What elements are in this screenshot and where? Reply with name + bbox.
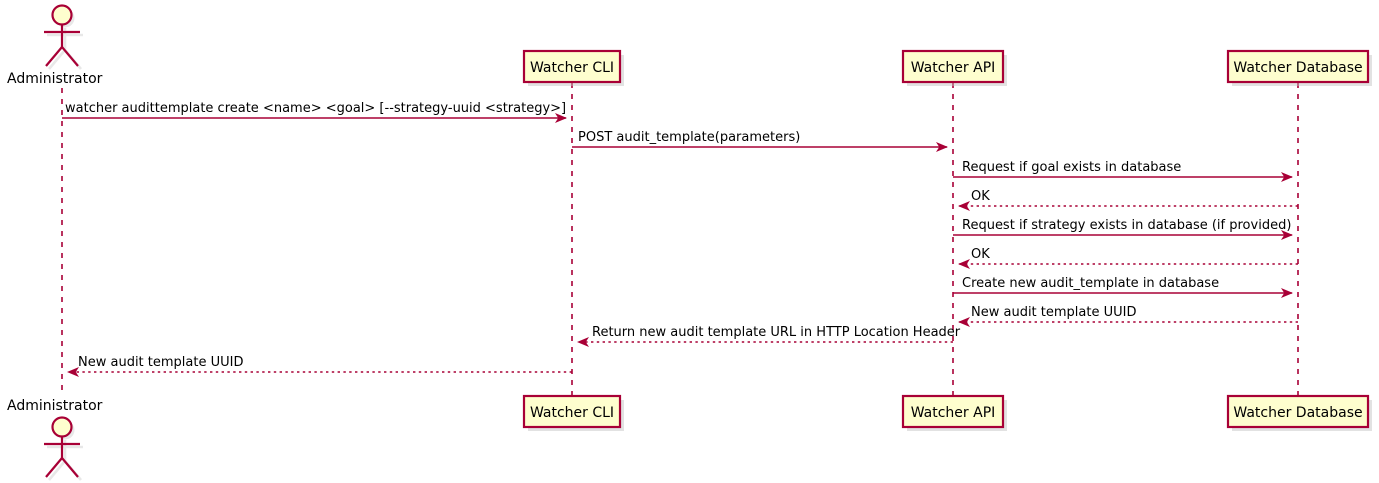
actor-leg-left bbox=[45, 457, 63, 478]
message-label: Create new audit_template in database bbox=[962, 276, 1219, 291]
message-label: POST audit_template(parameters) bbox=[578, 130, 800, 145]
message-8[interactable]: New audit template UUID bbox=[958, 305, 1298, 327]
actor-head-icon bbox=[51, 4, 73, 26]
message-10[interactable]: New audit template UUID bbox=[67, 355, 572, 377]
message-label: watcher audittemplate create <name> <goa… bbox=[65, 101, 566, 116]
participant-box-rect bbox=[522, 394, 622, 429]
actor-head-icon bbox=[51, 416, 73, 438]
participant-box-watcher-cli-top[interactable]: Watcher CLI bbox=[522, 49, 624, 86]
participant-label-watcher-cli-bottom: Watcher CLI bbox=[530, 405, 614, 421]
participant-box-watcher-database-top[interactable]: Watcher Database bbox=[1226, 49, 1372, 86]
lifelines bbox=[61, 83, 1299, 396]
message-1[interactable]: watcher audittemplate create <name> <goa… bbox=[62, 101, 567, 123]
message-9[interactable]: Return new audit template URL in HTTP Lo… bbox=[577, 325, 961, 347]
participant-label-watcher-cli-top: Watcher CLI bbox=[530, 60, 614, 76]
actor-label-administrator-bottom: Administrator bbox=[7, 398, 103, 414]
actor-label-administrator-top: Administrator bbox=[7, 71, 103, 87]
message-7[interactable]: Create new audit_template in database bbox=[953, 276, 1293, 298]
message-label: OK bbox=[971, 189, 990, 204]
message-label: Request if strategy exists in database (… bbox=[962, 218, 1291, 233]
actor-administrator-top[interactable]: Administrator bbox=[7, 4, 103, 88]
participant-box-rect bbox=[1226, 49, 1370, 84]
participant-box-rect bbox=[901, 49, 1005, 84]
participant-box-watcher-cli-bottom[interactable]: Watcher CLI bbox=[522, 394, 624, 431]
participant-box-rect bbox=[901, 394, 1005, 429]
participant-label-watcher-database-bottom: Watcher Database bbox=[1233, 405, 1362, 421]
message-label: OK bbox=[971, 247, 990, 262]
message-5[interactable]: Request if strategy exists in database (… bbox=[953, 218, 1293, 240]
message-2[interactable]: POST audit_template(parameters) bbox=[572, 130, 948, 152]
message-label: Request if goal exists in database bbox=[962, 160, 1181, 175]
actor-leg-right bbox=[61, 46, 79, 67]
actor-leg-right bbox=[61, 457, 79, 478]
message-4[interactable]: OK bbox=[958, 189, 1298, 211]
message-label: New audit template UUID bbox=[971, 305, 1136, 320]
participant-label-watcher-database-top: Watcher Database bbox=[1233, 60, 1362, 76]
participant-box-watcher-database-bottom[interactable]: Watcher Database bbox=[1226, 394, 1372, 431]
message-label: New audit template UUID bbox=[78, 355, 243, 370]
actor-administrator-bottom[interactable]: Administrator bbox=[7, 398, 103, 481]
participant-label-watcher-api-top: Watcher API bbox=[911, 60, 996, 76]
participant-box-rect bbox=[522, 49, 622, 84]
participant-box-watcher-api-bottom[interactable]: Watcher API bbox=[901, 394, 1007, 431]
participant-box-rect bbox=[1226, 394, 1370, 429]
message-3[interactable]: Request if goal exists in database bbox=[953, 160, 1293, 182]
message-6[interactable]: OK bbox=[958, 247, 1298, 269]
participant-label-watcher-api-bottom: Watcher API bbox=[911, 405, 996, 421]
message-label: Return new audit template URL in HTTP Lo… bbox=[592, 325, 961, 340]
participant-box-watcher-api-top[interactable]: Watcher API bbox=[901, 49, 1007, 86]
actor-leg-left bbox=[45, 46, 63, 67]
